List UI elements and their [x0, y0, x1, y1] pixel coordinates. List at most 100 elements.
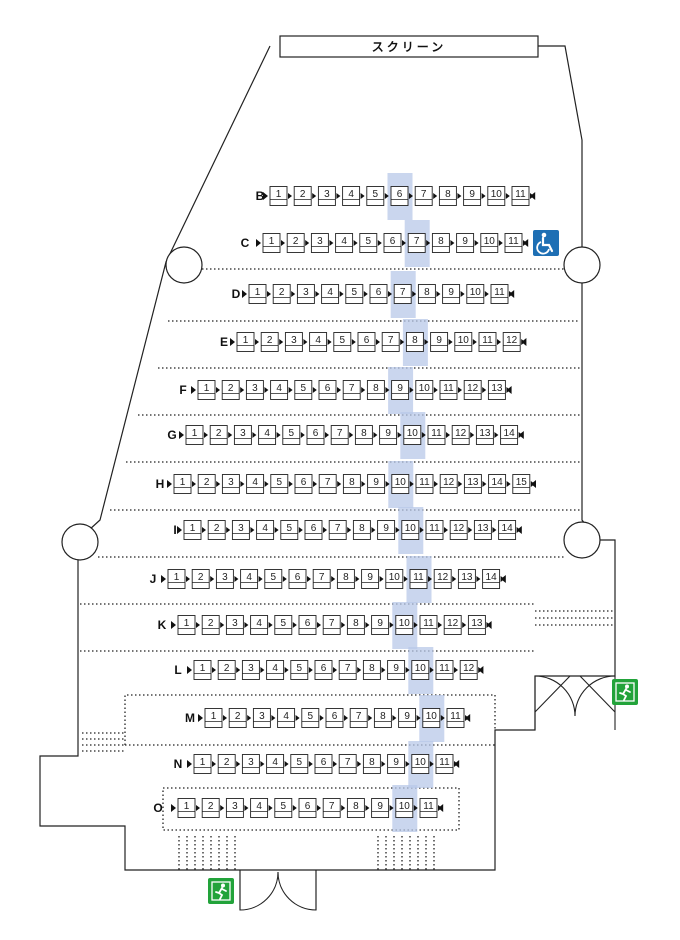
seat-b-1[interactable]: 1	[269, 186, 292, 206]
seat-k-8[interactable]: 8	[346, 615, 370, 635]
seat-h-10[interactable]: 10	[391, 474, 414, 494]
seat-b-5[interactable]: 5	[366, 186, 389, 206]
seat-n-1[interactable]: 1	[193, 754, 216, 774]
seat-k-1[interactable]: 1	[177, 615, 200, 635]
seat-h-8[interactable]: 8	[342, 474, 366, 494]
seat-h-6[interactable]: 6	[294, 474, 317, 494]
seat-n-6[interactable]: 6	[314, 754, 337, 774]
seat-c-3[interactable]: 3	[310, 233, 334, 253]
seat-o-5[interactable]: 5	[274, 798, 297, 818]
seat-d-5[interactable]: 5	[345, 284, 368, 304]
seat-f-11[interactable]: 11	[439, 380, 462, 400]
seat-e-11[interactable]: 11	[478, 332, 501, 352]
seat-l-8[interactable]: 8	[362, 660, 386, 680]
seat-j-14[interactable]: 14	[482, 569, 505, 589]
seat-h-3[interactable]: 3	[221, 474, 245, 494]
seat-k-5[interactable]: 5	[274, 615, 297, 635]
seat-b-3[interactable]: 3	[317, 186, 341, 206]
seat-g-12[interactable]: 12	[451, 425, 475, 445]
seat-k-12[interactable]: 12	[443, 615, 467, 635]
seat-b-8[interactable]: 8	[438, 186, 462, 206]
seat-e-5[interactable]: 5	[333, 332, 356, 352]
seat-d-7[interactable]: 7	[393, 284, 417, 304]
seat-e-4[interactable]: 4	[309, 332, 332, 352]
seat-i-2[interactable]: 2	[207, 520, 231, 540]
door-bottom[interactable]	[239, 870, 317, 911]
seat-c-11[interactable]: 11	[504, 233, 527, 253]
seat-h-12[interactable]: 12	[439, 474, 463, 494]
seat-f-10[interactable]: 10	[415, 380, 438, 400]
seat-j-5[interactable]: 5	[264, 569, 287, 589]
seat-o-1[interactable]: 1	[177, 798, 200, 818]
seat-k-11[interactable]: 11	[419, 615, 442, 635]
seat-n-9[interactable]: 9	[387, 754, 410, 774]
seat-e-10[interactable]: 10	[454, 332, 477, 352]
seat-c-2[interactable]: 2	[286, 233, 310, 253]
seat-l-9[interactable]: 9	[387, 660, 410, 680]
seat-b-10[interactable]: 10	[487, 186, 510, 206]
seat-e-9[interactable]: 9	[430, 332, 453, 352]
seat-m-8[interactable]: 8	[373, 708, 397, 728]
seat-h-7[interactable]: 7	[318, 474, 342, 494]
seat-i-14[interactable]: 14	[498, 520, 521, 540]
seat-n-10[interactable]: 10	[411, 754, 434, 774]
seat-b-7[interactable]: 7	[414, 186, 438, 206]
seat-j-3[interactable]: 3	[215, 569, 239, 589]
seat-f-6[interactable]: 6	[318, 380, 341, 400]
seat-c-8[interactable]: 8	[431, 233, 455, 253]
seat-e-3[interactable]: 3	[284, 332, 308, 352]
seat-j-12[interactable]: 12	[433, 569, 457, 589]
seat-n-5[interactable]: 5	[290, 754, 313, 774]
seat-o-3[interactable]: 3	[225, 798, 249, 818]
seat-h-2[interactable]: 2	[197, 474, 221, 494]
seat-i-12[interactable]: 12	[449, 520, 473, 540]
seat-l-1[interactable]: 1	[193, 660, 216, 680]
seat-g-11[interactable]: 11	[427, 425, 450, 445]
seat-f-13[interactable]: 13	[487, 380, 511, 400]
seat-j-6[interactable]: 6	[288, 569, 311, 589]
seat-m-3[interactable]: 3	[252, 708, 276, 728]
seat-d-6[interactable]: 6	[369, 284, 392, 304]
seat-g-9[interactable]: 9	[379, 425, 402, 445]
seat-j-1[interactable]: 1	[167, 569, 190, 589]
seat-n-8[interactable]: 8	[362, 754, 386, 774]
seat-j-11[interactable]: 11	[409, 569, 432, 589]
seat-l-12[interactable]: 12	[459, 660, 483, 680]
seat-b-9[interactable]: 9	[463, 186, 486, 206]
seat-h-5[interactable]: 5	[270, 474, 293, 494]
seat-m-11[interactable]: 11	[446, 708, 469, 728]
seat-m-4[interactable]: 4	[277, 708, 300, 728]
seat-j-9[interactable]: 9	[361, 569, 384, 589]
seat-g-4[interactable]: 4	[258, 425, 281, 445]
seat-l-3[interactable]: 3	[241, 660, 265, 680]
seat-d-9[interactable]: 9	[442, 284, 465, 304]
seat-j-4[interactable]: 4	[240, 569, 263, 589]
seat-n-3[interactable]: 3	[241, 754, 265, 774]
seat-j-10[interactable]: 10	[385, 569, 408, 589]
seat-g-8[interactable]: 8	[354, 425, 378, 445]
seat-f-4[interactable]: 4	[270, 380, 293, 400]
seat-h-4[interactable]: 4	[246, 474, 269, 494]
seat-g-2[interactable]: 2	[209, 425, 233, 445]
seat-i-5[interactable]: 5	[280, 520, 303, 540]
seat-f-8[interactable]: 8	[366, 380, 390, 400]
seat-f-1[interactable]: 1	[197, 380, 220, 400]
seat-i-7[interactable]: 7	[328, 520, 352, 540]
seat-l-5[interactable]: 5	[290, 660, 313, 680]
seat-m-5[interactable]: 5	[301, 708, 324, 728]
seat-i-1[interactable]: 1	[183, 520, 206, 540]
seat-o-2[interactable]: 2	[201, 798, 225, 818]
seat-k-7[interactable]: 7	[322, 615, 346, 635]
seat-l-2[interactable]: 2	[217, 660, 241, 680]
seat-f-3[interactable]: 3	[245, 380, 269, 400]
seat-l-7[interactable]: 7	[338, 660, 362, 680]
seat-o-6[interactable]: 6	[298, 798, 321, 818]
seat-i-11[interactable]: 11	[425, 520, 448, 540]
seat-k-2[interactable]: 2	[201, 615, 225, 635]
seat-n-7[interactable]: 7	[338, 754, 362, 774]
seat-d-11[interactable]: 11	[490, 284, 513, 304]
seat-f-7[interactable]: 7	[342, 380, 366, 400]
seat-g-3[interactable]: 3	[233, 425, 257, 445]
seat-m-10[interactable]: 10	[422, 708, 445, 728]
seat-o-4[interactable]: 4	[250, 798, 273, 818]
